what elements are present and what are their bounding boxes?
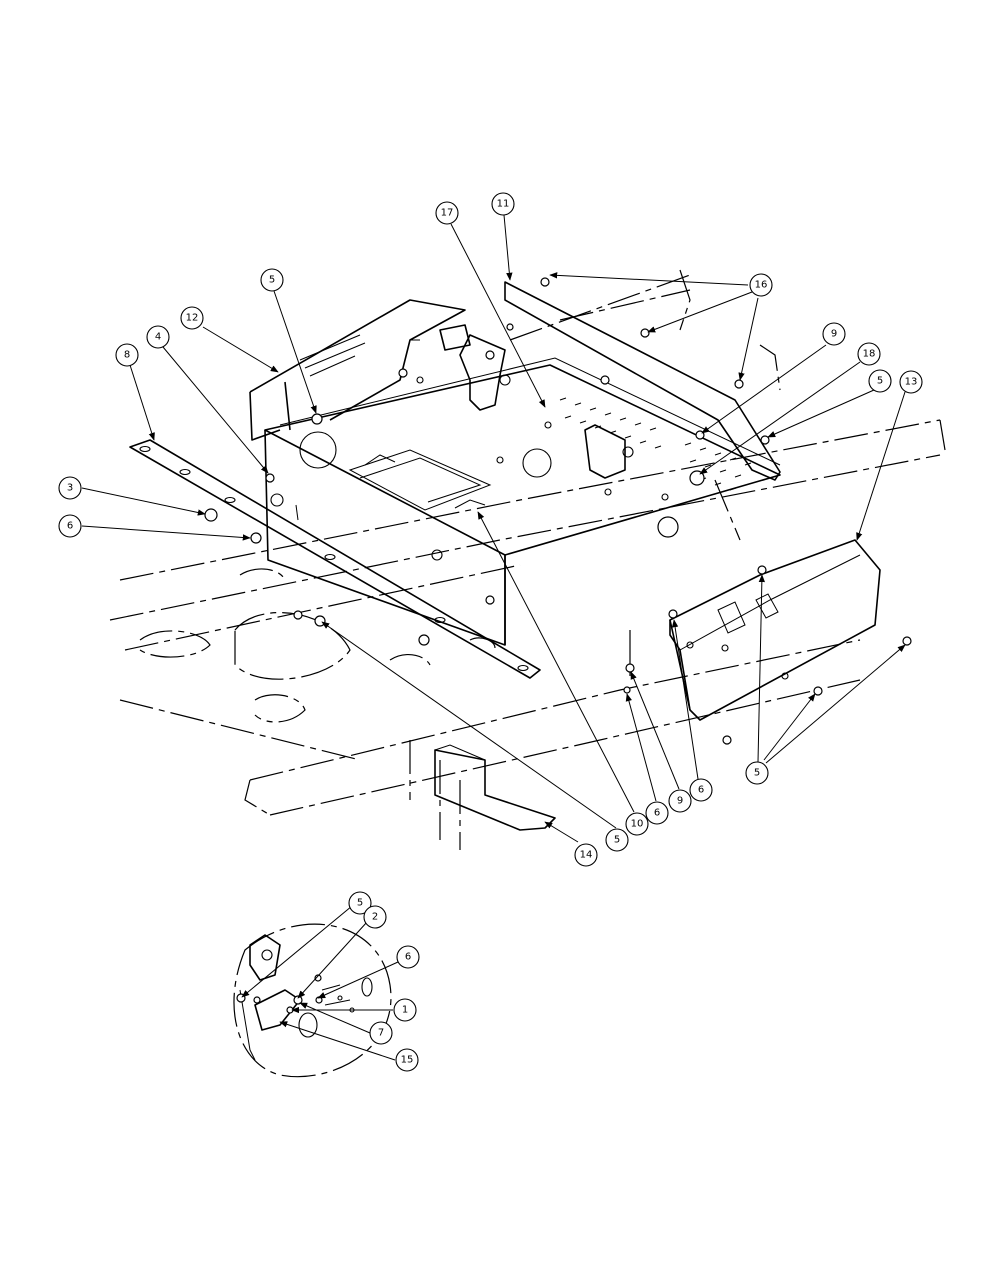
svg-text:7: 7 — [378, 1028, 384, 1039]
callout-5-bottom-right: 5 — [745, 761, 769, 785]
svg-text:16: 16 — [755, 280, 768, 291]
seat-brackets — [439, 324, 634, 479]
strap-8 — [129, 439, 541, 679]
phantom-frame — [109, 269, 946, 850]
callout-18: 18 — [857, 342, 881, 366]
callout-9-bottom: 9 — [668, 789, 692, 813]
svg-text:13: 13 — [905, 377, 918, 388]
callout-8: 8 — [115, 343, 139, 367]
callout-13: 13 — [899, 370, 923, 394]
svg-text:17: 17 — [441, 208, 454, 219]
callout-2: 2 — [363, 905, 387, 929]
callout-9-right: 9 — [822, 322, 846, 346]
svg-text:9: 9 — [831, 329, 837, 340]
svg-text:2: 2 — [372, 912, 378, 923]
rear-shroud — [669, 539, 881, 721]
callout-6-left: 6 — [58, 514, 82, 538]
svg-text:18: 18 — [863, 349, 876, 360]
lower-panel — [434, 744, 556, 831]
hood-panel — [249, 299, 466, 441]
svg-text:5: 5 — [357, 898, 363, 909]
svg-text:6: 6 — [405, 952, 411, 963]
callout-6-bottom: 6 — [645, 801, 669, 825]
side-panel-11 — [504, 281, 781, 481]
svg-text:14: 14 — [580, 850, 593, 861]
svg-text:15: 15 — [401, 1055, 414, 1066]
svg-text:4: 4 — [155, 332, 161, 343]
callout-1: 1 — [393, 998, 417, 1022]
hardware — [204, 277, 912, 745]
callout-12: 12 — [180, 306, 204, 330]
svg-text:3: 3 — [67, 483, 73, 494]
callout-5-top: 5 — [260, 268, 284, 292]
callout-5-right: 5 — [868, 369, 892, 393]
callout-16: 16 — [749, 273, 773, 297]
svg-text:5: 5 — [269, 275, 275, 286]
callout-17: 17 — [435, 201, 459, 225]
platform-slots — [559, 397, 752, 491]
callout-4: 4 — [146, 325, 170, 349]
svg-text:5: 5 — [877, 376, 883, 387]
callout-15: 15 — [395, 1048, 419, 1072]
detail-view — [233, 923, 392, 1078]
leader-lines — [81, 214, 906, 1061]
callout-6-detail: 6 — [396, 945, 420, 969]
svg-text:10: 10 — [631, 819, 644, 830]
callout-10: 10 — [625, 812, 649, 836]
main-platform — [264, 357, 781, 646]
callout-11: 11 — [491, 192, 515, 216]
callout-5-bottom: 5 — [605, 828, 629, 852]
svg-text:12: 12 — [186, 313, 199, 324]
callout-14: 14 — [574, 843, 598, 867]
svg-text:5: 5 — [754, 768, 760, 779]
callout-5-detail: 5 — [348, 891, 372, 915]
svg-text:6: 6 — [698, 785, 704, 796]
svg-text:5: 5 — [614, 835, 620, 846]
callout-7: 7 — [369, 1021, 393, 1045]
svg-text:9: 9 — [677, 796, 683, 807]
callout-6-bottom-right: 6 — [689, 778, 713, 802]
callout-3: 3 — [58, 476, 82, 500]
svg-text:6: 6 — [67, 521, 73, 532]
svg-text:1: 1 — [402, 1005, 408, 1016]
svg-text:11: 11 — [497, 199, 510, 210]
svg-text:8: 8 — [124, 350, 130, 361]
svg-text:6: 6 — [654, 808, 660, 819]
callouts: 5 12 4 8 3 6 17 11 16 9 18 5 13 5 6 9 6 … — [58, 192, 923, 1072]
